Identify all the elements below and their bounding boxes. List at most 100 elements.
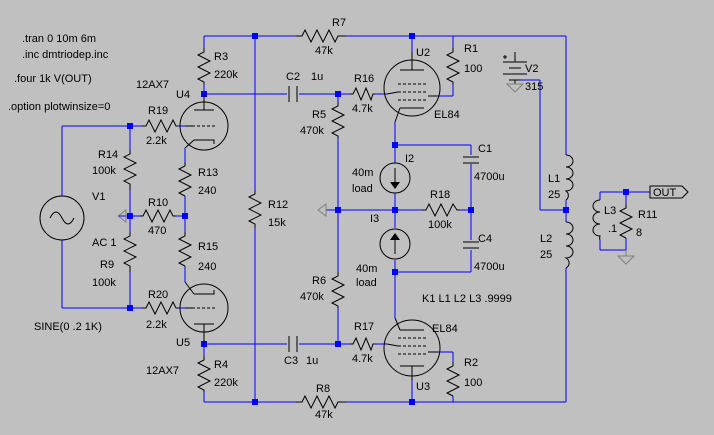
resistor-r7 xyxy=(296,28,346,44)
value-v1: AC 1 xyxy=(92,237,116,249)
value-r5: 470k xyxy=(300,125,324,137)
label-l1: L1 xyxy=(548,173,560,185)
value-r10: 470 xyxy=(148,225,166,237)
value-r14: 100k xyxy=(92,165,116,177)
resistor-r13 xyxy=(177,162,193,197)
value2-i2: load xyxy=(352,183,373,195)
value-r2: 100 xyxy=(464,377,482,389)
inductor-l3 xyxy=(592,199,601,241)
label-r18: R18 xyxy=(430,189,450,201)
label-c3: C3 xyxy=(284,355,298,367)
label-r20: R20 xyxy=(148,289,168,301)
value2-i3: load xyxy=(356,277,377,289)
resistor-r3 xyxy=(196,48,212,84)
resistor-r15 xyxy=(177,232,193,267)
label-r19: R19 xyxy=(148,105,168,117)
out-net-flag: OUT xyxy=(649,185,689,199)
value-r13: 240 xyxy=(198,185,216,197)
resistor-r18 xyxy=(422,202,460,218)
label-r6: R6 xyxy=(312,275,326,287)
resistor-r6 xyxy=(330,272,346,308)
label-c4: C4 xyxy=(478,233,492,245)
label-r10: R10 xyxy=(148,197,168,209)
wires xyxy=(61,35,650,403)
label-r12: R12 xyxy=(268,199,288,211)
model-u5: 12AX7 xyxy=(146,365,179,377)
label-r2: R2 xyxy=(464,357,478,369)
value-c3: 1u xyxy=(306,355,318,367)
ground-symbol-bias xyxy=(317,203,327,217)
current-source-i2 xyxy=(379,162,411,194)
value-l3: .1 xyxy=(608,223,617,235)
current-sources xyxy=(379,162,411,260)
value1-i2: 40m xyxy=(352,167,373,179)
voltage-sources xyxy=(39,52,527,241)
tube-u2 xyxy=(383,52,441,123)
out-label: OUT xyxy=(653,187,677,199)
resistor-r19 xyxy=(142,118,178,134)
value-c2: 1u xyxy=(311,71,323,83)
label-v2: V2 xyxy=(525,63,538,75)
model-u2: EL84 xyxy=(434,109,460,121)
tube-u3 xyxy=(383,317,441,380)
directive-k: K1 L1 L2 L3 .9999 xyxy=(422,293,512,305)
value-r3: 220k xyxy=(214,69,238,81)
current-source-i3 xyxy=(379,228,411,260)
label-r16: R16 xyxy=(354,73,374,85)
label-u4: U4 xyxy=(176,89,190,101)
label-r17: R17 xyxy=(354,321,374,333)
ground-symbol-out xyxy=(616,250,636,265)
label-l3: L3 xyxy=(604,205,616,217)
label-c1: C1 xyxy=(478,143,492,155)
label-r7: R7 xyxy=(332,17,346,29)
directive-option: .option plotwinsize=0 xyxy=(8,101,110,113)
label-r9: R9 xyxy=(100,259,114,271)
label-i2: I2 xyxy=(405,153,414,165)
resistor-r17 xyxy=(350,336,375,352)
value-r19: 2.2k xyxy=(146,135,167,147)
resistor-r4 xyxy=(196,356,212,392)
value-r20: 2.2k xyxy=(146,319,167,331)
value-r15: 240 xyxy=(198,261,216,273)
resistor-r20 xyxy=(142,300,178,316)
resistor-r1 xyxy=(445,48,461,84)
value-c1: 4700u xyxy=(474,171,505,183)
resistor-r8 xyxy=(296,394,346,410)
ground-symbol-v2 xyxy=(505,83,525,93)
value-r18: 100k xyxy=(428,219,452,231)
label-r3: R3 xyxy=(214,51,228,63)
value-r12: 15k xyxy=(268,217,286,229)
value-r11: 8 xyxy=(636,227,642,239)
resistor-r12 xyxy=(247,190,263,228)
label-r11: R11 xyxy=(638,209,657,221)
value-r17: 4.7k xyxy=(352,353,373,365)
value-l2: 25 xyxy=(540,249,552,261)
label-r8: R8 xyxy=(316,383,330,395)
value-c4: 4700u xyxy=(474,261,505,273)
resistor-r16 xyxy=(350,86,375,102)
inductors xyxy=(564,154,601,269)
resistor-r11 xyxy=(618,204,634,239)
value-r7: 47k xyxy=(315,45,333,57)
voltage-source-v2 xyxy=(503,52,527,84)
label-l2: L2 xyxy=(540,233,552,245)
voltage-source-v1 xyxy=(39,195,85,241)
model-u4: 12AX7 xyxy=(136,79,169,91)
value-r9: 100k xyxy=(92,277,116,289)
value-r8: 47k xyxy=(315,409,333,421)
resistor-r9 xyxy=(122,232,138,272)
label-u3: U3 xyxy=(416,381,430,393)
label-r14: R14 xyxy=(98,149,118,161)
tube-u5 xyxy=(179,281,229,344)
label-v1: V1 xyxy=(92,191,105,203)
resistor-r10 xyxy=(140,208,176,224)
capacitors xyxy=(288,86,479,352)
resistor-r5 xyxy=(330,102,346,138)
value-v2: 315 xyxy=(525,81,543,93)
extra-v1: SINE(0 .2 1K) xyxy=(34,321,102,333)
ground-symbol-left xyxy=(117,209,127,223)
value-r1: 100 xyxy=(464,63,482,75)
labels: .tran 0 10m 6m .inc dmtriodep.inc .four … xyxy=(8,17,657,421)
tube-u4 xyxy=(179,94,229,151)
inductor-l1 xyxy=(564,154,574,201)
